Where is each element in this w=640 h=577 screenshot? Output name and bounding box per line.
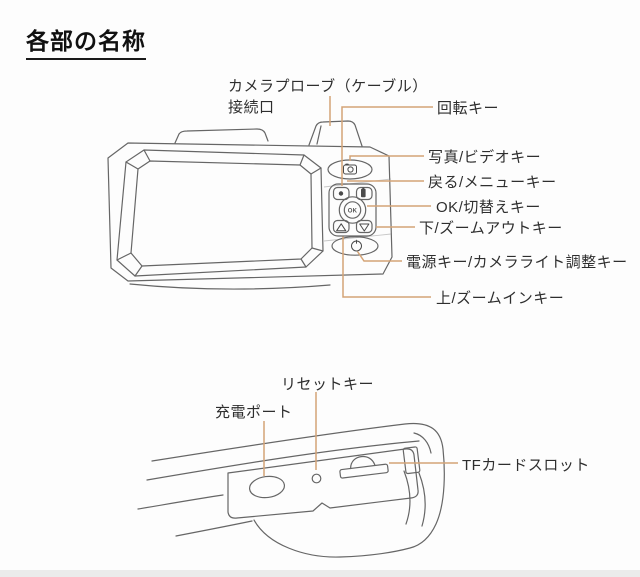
photo-video-button [327, 159, 373, 180]
grip-corner-curve [413, 432, 432, 454]
leader-lines-bottom [263, 392, 458, 476]
label-tf-card-slot: TFカードスロット [462, 457, 590, 474]
device-back-body [107, 142, 393, 282]
label-probe-port-line1: カメラプローブ（ケーブル） [228, 78, 428, 95]
leader-power-key [356, 251, 402, 262]
label-probe-port: カメラプローブ（ケーブル） 接続口 [228, 76, 428, 118]
body-ridge-line [323, 233, 392, 242]
battery-icon [361, 187, 366, 198]
body-ridge-line [323, 178, 392, 188]
ok-button-inner [343, 201, 362, 219]
camera-icon [343, 163, 357, 175]
label-rotate-key: 回転キー [437, 100, 500, 117]
label-ok-switch-key: OK/切替えキー [436, 199, 541, 216]
reset-hole [311, 473, 322, 484]
screen-bezel-facets [116, 149, 324, 277]
label-reset-key: リセットキー [281, 376, 375, 393]
power-icon [351, 239, 362, 252]
device-side-drawing [137, 422, 445, 558]
triangle-up-icon [336, 223, 347, 232]
leader-up-zoom-in-key [342, 236, 431, 298]
up-zoom-in-button [332, 219, 350, 234]
bottom-face-edge [129, 283, 331, 290]
leader-lines-top [329, 96, 433, 298]
tf-card [402, 446, 421, 475]
side-front-edge [137, 494, 224, 510]
tf-card-slot [339, 455, 389, 479]
triangle-down-icon [359, 223, 370, 232]
top-grip-bar [174, 128, 269, 144]
rotate-icon [338, 191, 344, 196]
page-bottom-edge [0, 570, 640, 577]
label-charge-port: 充電ポート [215, 404, 293, 421]
down-zoom-out-button [355, 219, 373, 234]
leader-rotate-key [341, 106, 433, 186]
device-back-drawing: OK [107, 120, 393, 290]
rotate-button [332, 186, 350, 201]
ok-button [338, 196, 367, 224]
label-photo-video-key: 写真/ビデオキー [428, 149, 542, 166]
page-title: 各部の名称 [26, 22, 146, 60]
label-back-menu-key: 戻る/メニューキー [428, 174, 557, 191]
label-power-key: 電源キー/カメラライト調整キー [406, 254, 628, 271]
power-button [331, 236, 379, 256]
label-up-zoom-in-key: 上/ズームインキー [436, 290, 565, 307]
dpad: OK [328, 183, 377, 237]
leader-photo-video-key [349, 155, 424, 161]
device-side-body [151, 422, 445, 558]
grip-contour-line [403, 470, 411, 525]
label-down-zoom-out-key: 下/ズームアウトキー [419, 220, 563, 237]
side-panel [227, 448, 419, 519]
ok-button-label: OK [348, 208, 358, 214]
label-probe-port-line2: 接続口 [228, 99, 275, 116]
grip-contour-line [418, 472, 426, 527]
side-bottom-edge [175, 520, 253, 537]
probe-connector [308, 120, 363, 147]
side-top-edge [146, 440, 420, 481]
screen-bezel [116, 149, 324, 277]
back-menu-button [355, 186, 373, 201]
probe-connector-detail [316, 125, 322, 145]
charge-port [248, 475, 286, 499]
screen-display [130, 160, 313, 267]
